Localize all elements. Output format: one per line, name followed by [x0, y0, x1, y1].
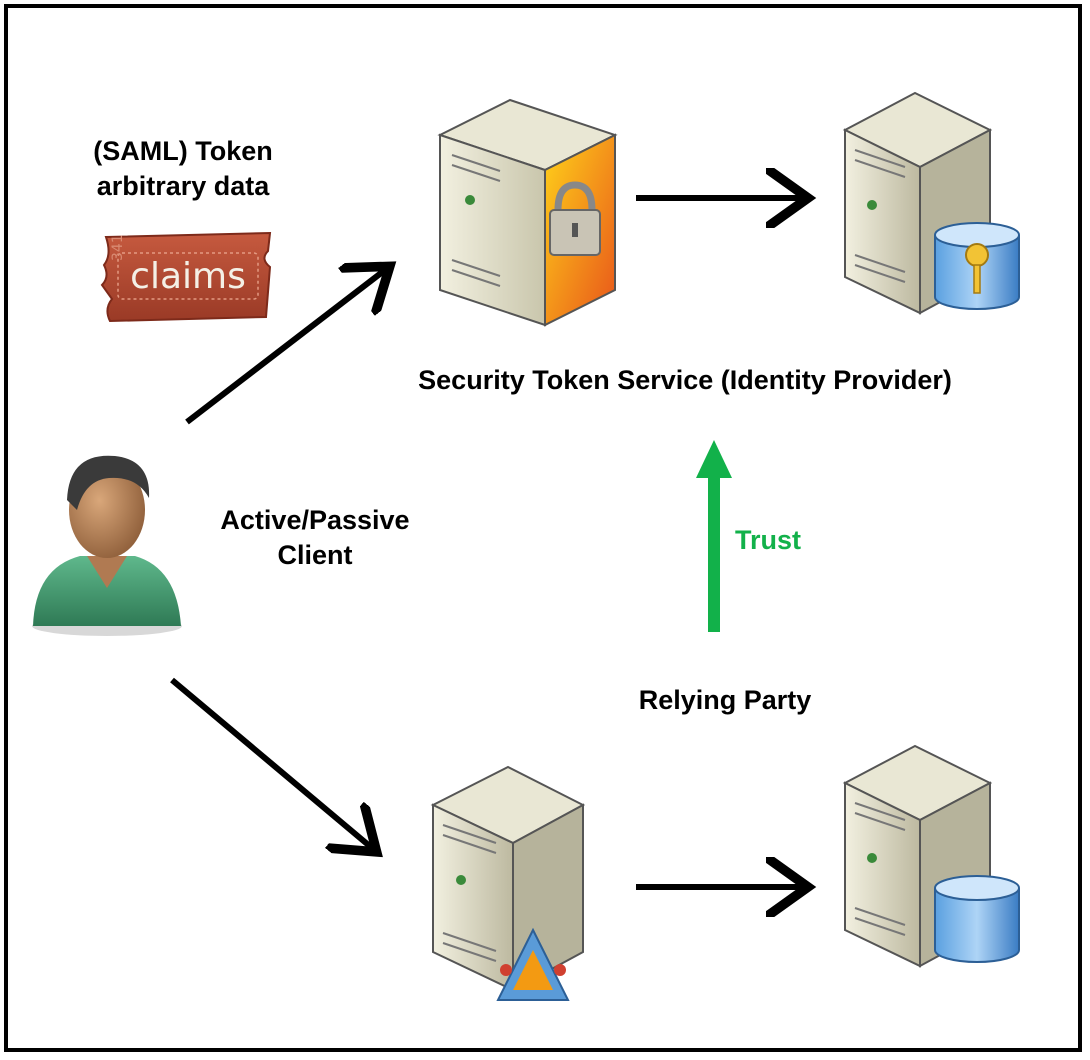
- client-label-line2: Client: [277, 540, 353, 570]
- arrow-client-to-sts: [185, 270, 385, 425]
- key-database-server-icon: [842, 91, 1020, 315]
- user-person-icon: [32, 455, 182, 636]
- ticket-text: claims: [130, 256, 246, 297]
- token-label-line2: arbitrary data: [96, 171, 270, 201]
- database-server-icon: [842, 744, 1020, 968]
- trust-arrow: [696, 440, 732, 632]
- diagram-frame: [4, 4, 1082, 1052]
- relying-party-label: Relying Party: [638, 685, 812, 715]
- sts-label: Security Token Service (Identity Provide…: [418, 365, 952, 395]
- token-label-line1: (SAML) Token: [93, 136, 273, 166]
- svg-text:341: 341: [110, 234, 126, 261]
- arrow-client-to-relying-party: [170, 677, 372, 848]
- trust-label: Trust: [735, 525, 802, 555]
- claims-ticket-icon: 341 claims: [100, 231, 272, 323]
- application-server-icon: [430, 765, 586, 1001]
- client-label-line1: Active/Passive: [220, 505, 410, 535]
- lock-server-icon: [437, 98, 618, 327]
